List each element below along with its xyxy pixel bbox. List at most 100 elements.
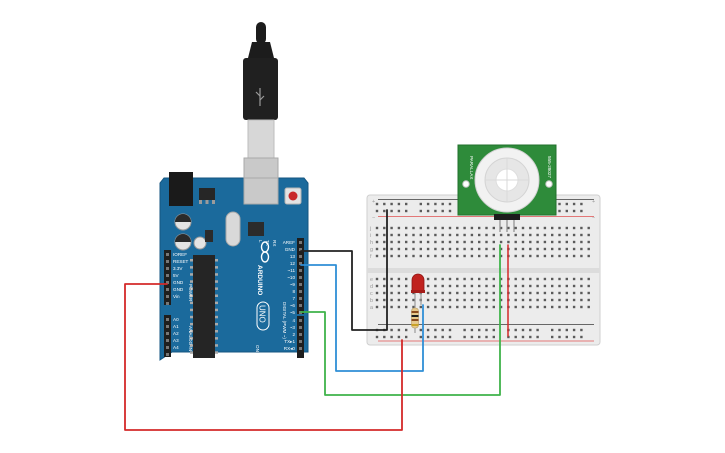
breadboard-hole[interactable] xyxy=(521,233,525,237)
breadboard-hole[interactable] xyxy=(543,254,547,258)
breadboard-hole[interactable] xyxy=(572,291,576,295)
breadboard-hole[interactable] xyxy=(383,254,386,258)
rail-hole[interactable] xyxy=(551,328,554,332)
rail-hole[interactable] xyxy=(426,335,430,339)
breadboard-hole[interactable] xyxy=(419,233,422,237)
breadboard-hole[interactable] xyxy=(543,247,547,251)
rail-hole[interactable] xyxy=(572,209,576,213)
digital-header-low[interactable] xyxy=(297,316,304,358)
rail-hole[interactable] xyxy=(580,328,583,332)
breadboard-hole[interactable] xyxy=(551,233,554,237)
rail-hole[interactable] xyxy=(434,335,437,339)
breadboard-hole[interactable] xyxy=(514,298,517,302)
header-hole[interactable] xyxy=(166,281,169,284)
breadboard-hole[interactable] xyxy=(492,284,495,288)
breadboard-hole[interactable] xyxy=(383,291,386,295)
breadboard-hole[interactable] xyxy=(507,233,510,237)
breadboard-hole[interactable] xyxy=(434,233,437,237)
header-hole[interactable] xyxy=(166,288,169,291)
breadboard-hole[interactable] xyxy=(390,233,393,237)
breadboard-hole[interactable] xyxy=(521,298,525,302)
rail-hole[interactable] xyxy=(558,209,561,213)
breadboard-hole[interactable] xyxy=(441,233,444,237)
breadboard-hole[interactable] xyxy=(580,298,583,302)
header-hole[interactable] xyxy=(299,347,302,350)
breadboard-hole[interactable] xyxy=(412,240,415,244)
rail-hole[interactable] xyxy=(580,209,583,213)
header-hole[interactable] xyxy=(299,262,302,265)
rail-hole[interactable] xyxy=(375,335,379,339)
breadboard-hole[interactable] xyxy=(390,226,393,230)
breadboard-hole[interactable] xyxy=(412,247,415,251)
breadboard-hole[interactable] xyxy=(441,226,444,230)
breadboard-hole[interactable] xyxy=(543,226,547,230)
breadboard-hole[interactable] xyxy=(419,254,422,258)
rail-hole[interactable] xyxy=(470,335,474,339)
breadboard-hole[interactable] xyxy=(397,305,401,309)
breadboard-hole[interactable] xyxy=(463,284,466,288)
rail-hole[interactable] xyxy=(448,335,452,339)
breadboard-hole[interactable] xyxy=(587,284,590,288)
rail-hole[interactable] xyxy=(405,202,408,206)
breadboard-hole[interactable] xyxy=(478,284,481,288)
rail-hole[interactable] xyxy=(441,202,444,206)
breadboard-hole[interactable] xyxy=(470,247,474,251)
arduino-uno-board[interactable]: IOREFRESET3.3V5VGNDGNDVinA0A1A2A3A4A5ARE… xyxy=(159,172,309,361)
breadboard-hole[interactable] xyxy=(572,298,576,302)
breadboard-hole[interactable] xyxy=(426,277,430,281)
breadboard-hole[interactable] xyxy=(499,247,503,251)
rail-hole[interactable] xyxy=(514,335,517,339)
breadboard-hole[interactable] xyxy=(485,254,488,258)
rail-hole[interactable] xyxy=(572,202,576,206)
breadboard-hole[interactable] xyxy=(499,240,503,244)
header-hole[interactable] xyxy=(299,290,302,293)
breadboard-hole[interactable] xyxy=(434,226,437,230)
rail-hole[interactable] xyxy=(426,328,430,332)
breadboard-hole[interactable] xyxy=(405,298,408,302)
breadboard-hole[interactable] xyxy=(572,254,576,258)
breadboard-hole[interactable] xyxy=(572,305,576,309)
breadboard-hole[interactable] xyxy=(499,305,503,309)
breadboard-hole[interactable] xyxy=(441,298,444,302)
rail-hole[interactable] xyxy=(383,335,386,339)
breadboard-hole[interactable] xyxy=(448,254,452,258)
breadboard-hole[interactable] xyxy=(492,277,495,281)
breadboard-hole[interactable] xyxy=(507,240,510,244)
breadboard-hole[interactable] xyxy=(536,233,539,237)
breadboard-hole[interactable] xyxy=(529,226,532,230)
breadboard-hole[interactable] xyxy=(529,254,532,258)
breadboard-hole[interactable] xyxy=(478,226,481,230)
breadboard-hole[interactable] xyxy=(543,298,547,302)
header-hole[interactable] xyxy=(166,339,169,342)
breadboard-hole[interactable] xyxy=(478,254,481,258)
header-hole[interactable] xyxy=(299,333,302,336)
breadboard-hole[interactable] xyxy=(485,233,488,237)
breadboard-hole[interactable] xyxy=(470,291,474,295)
breadboard-hole[interactable] xyxy=(463,240,466,244)
breadboard-hole[interactable] xyxy=(375,277,379,281)
breadboard-hole[interactable] xyxy=(580,226,583,230)
rail-hole[interactable] xyxy=(448,328,452,332)
breadboard-hole[interactable] xyxy=(551,298,554,302)
rail-hole[interactable] xyxy=(580,202,583,206)
breadboard-hole[interactable] xyxy=(521,284,525,288)
rail-hole[interactable] xyxy=(434,202,437,206)
header-hole[interactable] xyxy=(299,340,302,343)
breadboard-hole[interactable] xyxy=(514,254,517,258)
breadboard-hole[interactable] xyxy=(463,254,466,258)
breadboard-hole[interactable] xyxy=(397,298,401,302)
breadboard-hole[interactable] xyxy=(456,240,459,244)
breadboard-hole[interactable] xyxy=(536,305,539,309)
breadboard-hole[interactable] xyxy=(529,247,532,251)
breadboard-hole[interactable] xyxy=(375,284,379,288)
breadboard-hole[interactable] xyxy=(485,298,488,302)
breadboard-hole[interactable] xyxy=(397,240,401,244)
breadboard-hole[interactable] xyxy=(572,240,576,244)
rail-hole[interactable] xyxy=(419,335,422,339)
breadboard-hole[interactable] xyxy=(514,247,517,251)
header-hole[interactable] xyxy=(166,267,169,270)
breadboard-hole[interactable] xyxy=(470,240,474,244)
breadboard-hole[interactable] xyxy=(470,284,474,288)
rail-hole[interactable] xyxy=(536,335,539,339)
breadboard-hole[interactable] xyxy=(412,233,415,237)
